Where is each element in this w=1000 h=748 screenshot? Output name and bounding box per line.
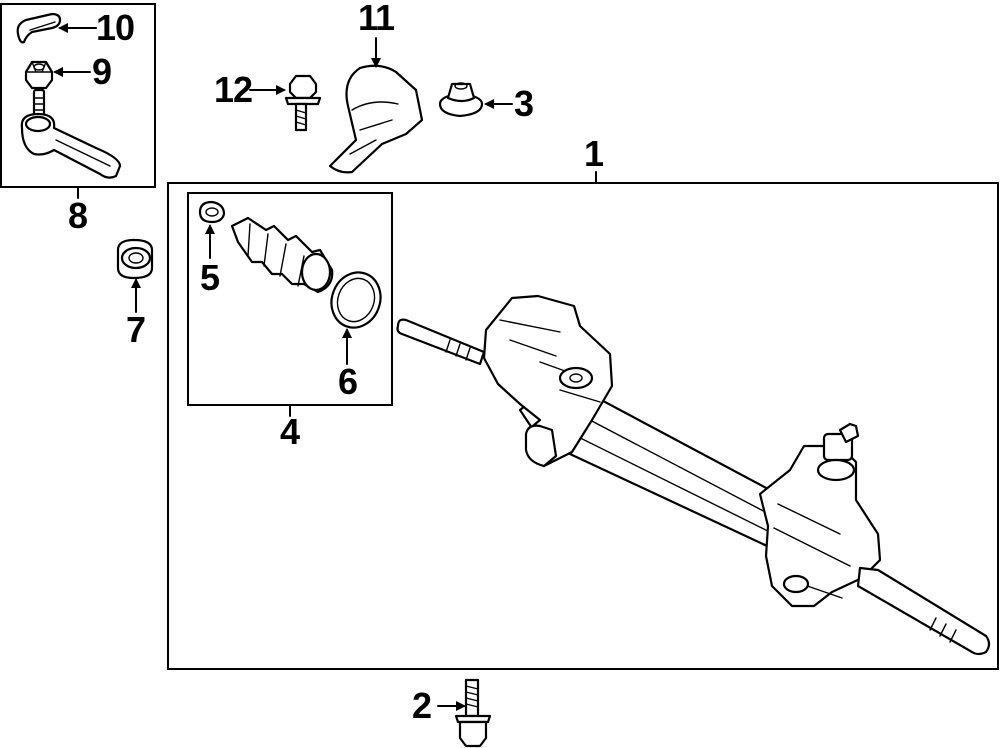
callout-12: 12 — [214, 69, 252, 110]
mounting-bolt-icon[interactable] — [454, 678, 492, 748]
callout-2: 2 — [412, 685, 431, 726]
callout-8: 8 — [68, 195, 87, 236]
steering-gear-assembly-icon[interactable] — [396, 294, 991, 656]
steering-gear-frame — [167, 182, 999, 670]
callout-5: 5 — [200, 257, 220, 298]
leader-lines — [53, 23, 597, 711]
callout-6: 6 — [338, 361, 357, 402]
boot-clamp-large-icon[interactable] — [324, 265, 388, 334]
hex-nut-icon[interactable] — [24, 60, 54, 90]
heat-shield-icon[interactable] — [328, 64, 424, 174]
flange-nut-icon[interactable] — [438, 82, 484, 118]
callout-9: 9 — [92, 51, 111, 92]
callout-7: 7 — [126, 309, 145, 350]
callout-labels: 10 9 8 7 12 11 3 1 5 6 4 2 — [68, 0, 605, 726]
callout-1: 1 — [584, 133, 604, 174]
callout-3: 3 — [514, 83, 533, 124]
callout-4: 4 — [280, 411, 300, 452]
shield-bolt-icon[interactable] — [284, 74, 322, 132]
callout-10: 10 — [96, 7, 134, 48]
cotter-pin-icon[interactable] — [16, 12, 62, 44]
mount-bushing-icon[interactable] — [116, 238, 154, 280]
tie-rod-end-icon[interactable] — [20, 88, 122, 179]
boot-clamp-small-icon[interactable] — [198, 200, 226, 224]
rack-boot-icon[interactable] — [230, 216, 334, 294]
callout-11: 11 — [358, 0, 395, 38]
